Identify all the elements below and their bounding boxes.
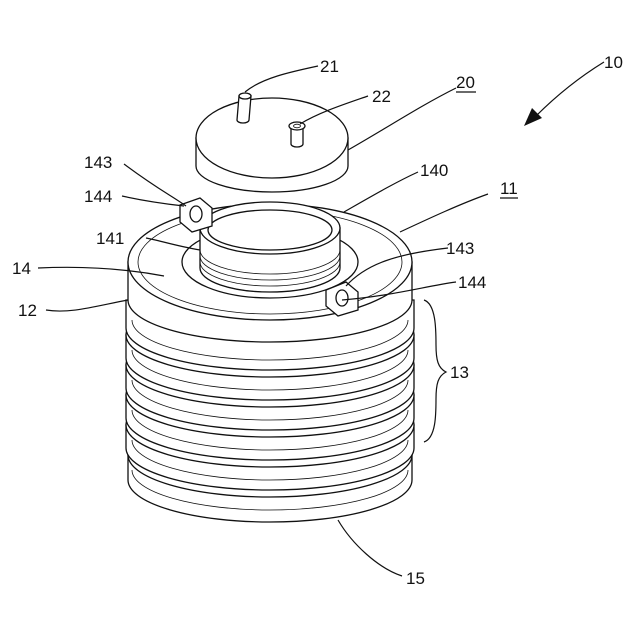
label-140: 140 <box>420 161 448 180</box>
lid <box>196 93 348 192</box>
neck-opening <box>208 210 332 250</box>
label-143-right: 143 <box>446 239 474 258</box>
label-144-left: 144 <box>84 187 112 206</box>
label-14: 14 <box>12 259 31 278</box>
label-15: 15 <box>406 569 425 588</box>
port-21 <box>237 96 251 123</box>
label-11: 11 <box>500 179 518 198</box>
lid-top <box>196 98 348 178</box>
label-20: 20 <box>456 73 475 92</box>
label-12: 12 <box>18 301 37 320</box>
label-21: 21 <box>320 57 339 76</box>
label-144-right: 144 <box>458 273 486 292</box>
label-13: 13 <box>450 363 469 382</box>
label-22: 22 <box>372 87 391 106</box>
arrow-head <box>524 108 542 126</box>
label-10: 10 <box>604 53 623 72</box>
label-143-left: 143 <box>84 153 112 172</box>
label-141: 141 <box>96 229 124 248</box>
threaded-neck <box>200 202 340 292</box>
